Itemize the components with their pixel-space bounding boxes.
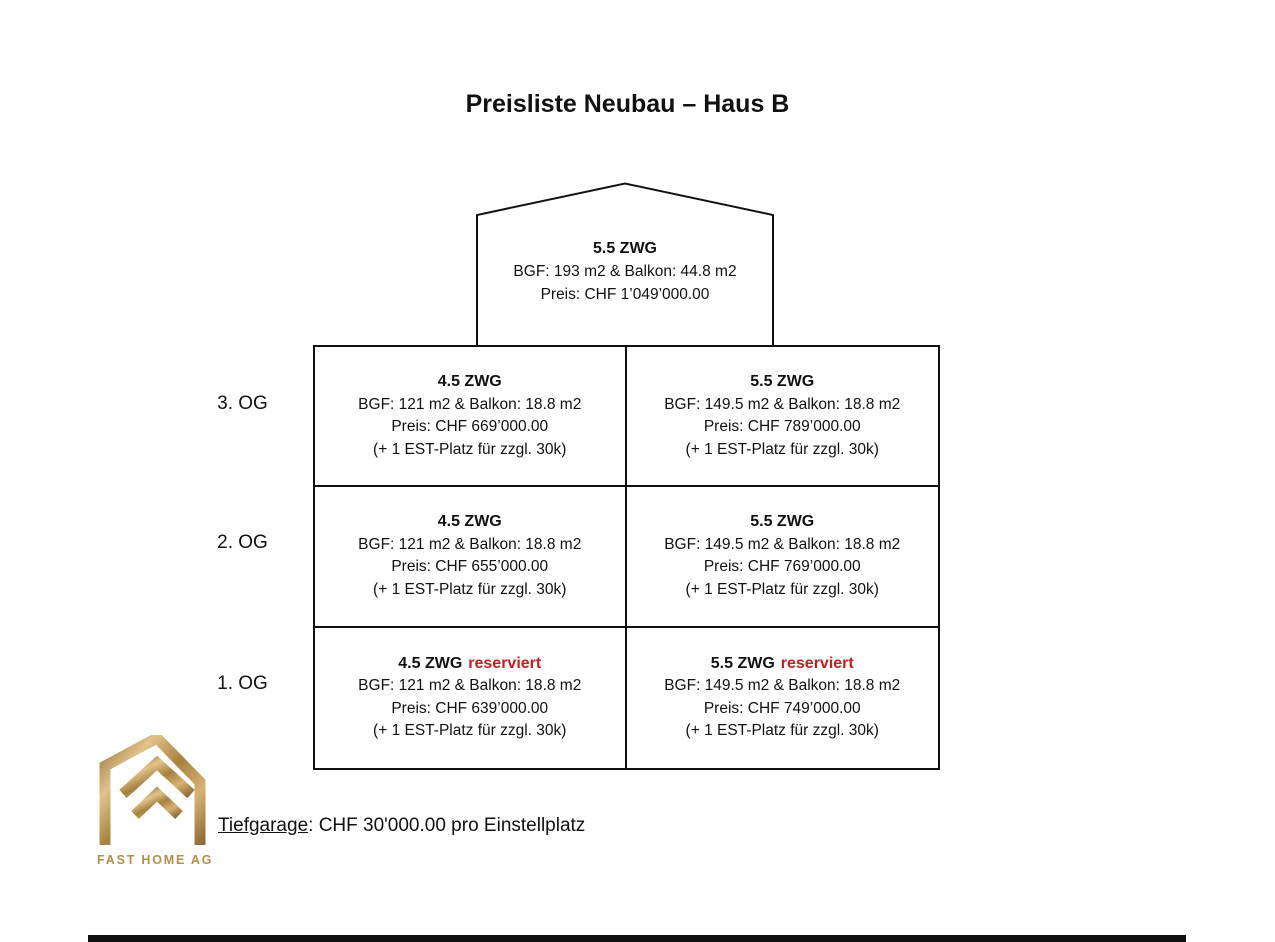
unit-extra: (+ 1 EST-Platz für zzgl. 30k) (685, 722, 879, 740)
unit-price: Preis: CHF 639’000.00 (391, 699, 549, 717)
unit-price: Preis: CHF 789’000.00 (703, 418, 861, 436)
unit-price: Preis: CHF 1’049’000.00 (540, 286, 710, 303)
reserved-badge: reserviert (780, 654, 854, 672)
unit-bgf: BGF: 149.5 m2 & Balkon: 18.8 m2 (664, 395, 901, 413)
garage-label: Tiefgarage (218, 815, 309, 836)
unit-price: Preis: CHF 769’000.00 (703, 558, 861, 576)
garage-details: : CHF 30'000.00 pro Einstellplatz (308, 815, 586, 836)
floor-label-3og: 3. OG (217, 393, 268, 414)
fast-home-house-logo-icon (99, 735, 206, 852)
unit-name: 4.5 ZWG (437, 513, 502, 531)
bottom-divider-bar (88, 935, 1186, 942)
unit-extra: (+ 1 EST-Platz für zzgl. 30k) (373, 580, 567, 598)
unit-card-3og-left: 4.5 ZWG BGF: 121 m2 & Balkon: 18.8 m2 Pr… (315, 347, 627, 488)
unit-card-3og-right: 5.5 ZWG BGF: 149.5 m2 & Balkon: 18.8 m2 … (626, 347, 938, 488)
unit-extra: (+ 1 EST-Platz für zzgl. 30k) (685, 440, 879, 458)
garage-price-note: Tiefgarage: CHF 30'000.00 pro Einstellpl… (218, 815, 585, 837)
unit-card-2og-right: 5.5 ZWG BGF: 149.5 m2 & Balkon: 18.8 m2 … (626, 487, 938, 628)
unit-extra: (+ 1 EST-Platz für zzgl. 30k) (373, 440, 567, 458)
fast-home-ag-wordmark: FAST HOME AG (97, 853, 214, 867)
unit-card-2og-left: 4.5 ZWG BGF: 121 m2 & Balkon: 18.8 m2 Pr… (315, 487, 627, 628)
unit-bgf: BGF: 121 m2 & Balkon: 18.8 m2 (358, 677, 582, 695)
unit-bgf: BGF: 193 m2 & Balkon: 44.8 m2 (513, 263, 737, 280)
unit-bgf: BGF: 149.5 m2 & Balkon: 18.8 m2 (664, 535, 901, 553)
unit-name: 4.5 ZWG (437, 373, 502, 391)
unit-price: Preis: CHF 655’000.00 (391, 558, 549, 576)
unit-name: 5.5 ZWG (750, 513, 815, 531)
reserved-badge: reserviert (468, 654, 542, 672)
floor-label-1og: 1. OG (217, 673, 268, 694)
unit-bgf: BGF: 149.5 m2 & Balkon: 18.8 m2 (664, 677, 901, 695)
unit-extra: (+ 1 EST-Platz für zzgl. 30k) (685, 580, 879, 598)
unit-extra: (+ 1 EST-Platz für zzgl. 30k) (373, 722, 567, 740)
floor-grid: 4.5 ZWG BGF: 121 m2 & Balkon: 18.8 m2 Pr… (313, 345, 940, 770)
attic-unit-card: 5.5 ZWG BGF: 193 m2 & Balkon: 44.8 m2 Pr… (478, 237, 772, 306)
unit-price: Preis: CHF 749’000.00 (703, 699, 861, 717)
floor-label-2og: 2. OG (217, 532, 268, 553)
unit-name: 5.5 ZWG (750, 373, 815, 391)
unit-bgf: BGF: 121 m2 & Balkon: 18.8 m2 (358, 395, 582, 413)
unit-bgf: BGF: 121 m2 & Balkon: 18.8 m2 (358, 535, 582, 553)
unit-price: Preis: CHF 669’000.00 (391, 418, 549, 436)
page-title: Preisliste Neubau – Haus B (465, 90, 790, 118)
unit-name: 5.5 ZWG (592, 240, 657, 257)
